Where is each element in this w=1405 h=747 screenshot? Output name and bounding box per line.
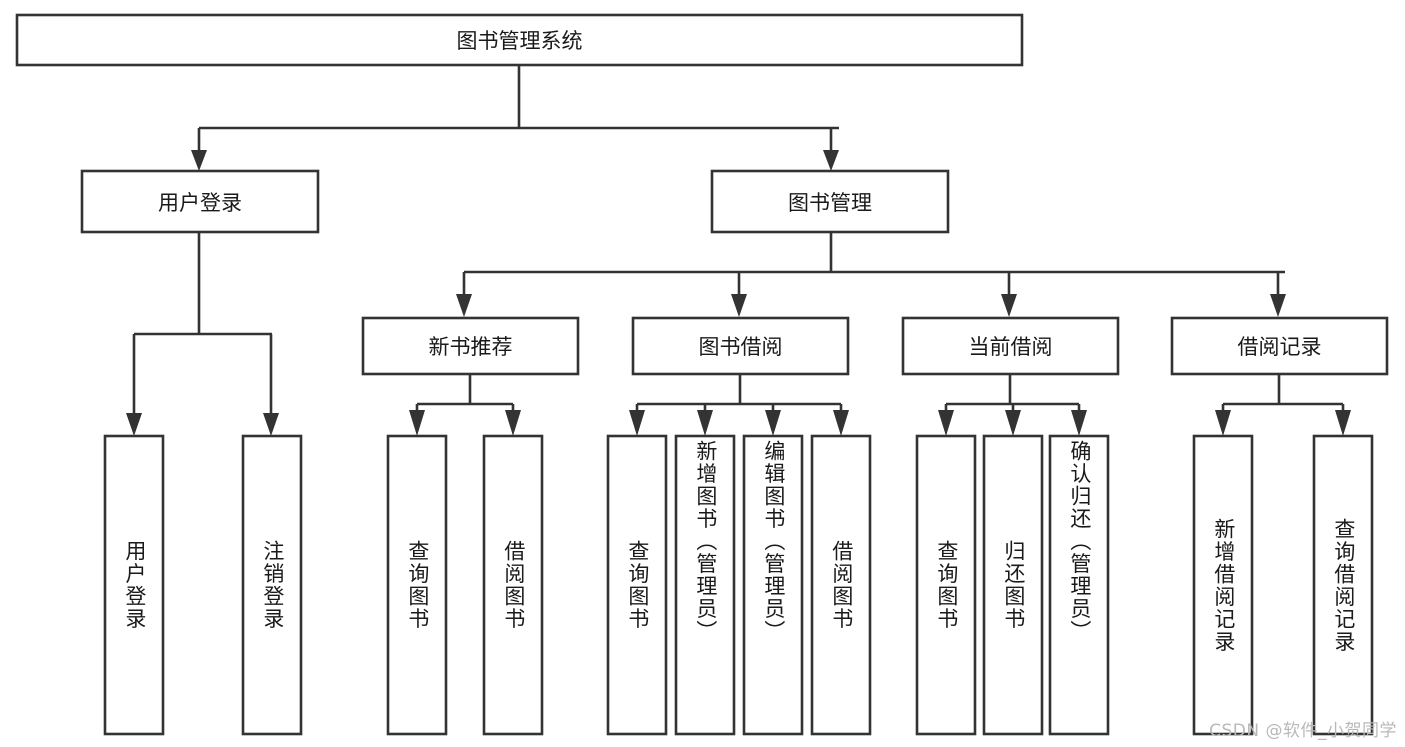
arrow-head-current-borrow	[1001, 294, 1017, 317]
node-leaf-user-logout[interactable]	[241, 434, 303, 736]
connectors-borrow-record-to-leaves	[1215, 374, 1351, 436]
node-leaf-query-book-1[interactable]	[386, 434, 448, 736]
arrow-head-new-book-recommend	[456, 294, 472, 317]
node-leaf-return-book[interactable]	[982, 434, 1044, 736]
arrow-head-leaf-borrow-book-1	[505, 410, 521, 436]
node-leaf-add-book[interactable]	[674, 434, 736, 736]
node-leaf-user-login[interactable]	[103, 434, 165, 736]
connectors-book-management-to-level3	[456, 232, 1286, 317]
arrow-head-book-borrow	[731, 294, 747, 317]
node-current-borrow[interactable]	[901, 316, 1120, 376]
node-borrow-record[interactable]	[1170, 316, 1389, 376]
arrow-head-leaf-add-book	[697, 410, 713, 436]
arrow-head-leaf-query-record	[1335, 410, 1351, 436]
arrow-head-leaf-query-book-1	[409, 410, 425, 436]
arrow-head-leaf-edit-book	[765, 410, 781, 436]
node-leaf-query-record[interactable]	[1312, 434, 1374, 736]
connectors-new-book-to-leaves	[409, 374, 521, 436]
arrow-head-leaf-confirm-return	[1071, 410, 1087, 436]
arrow-head-leaf-user-login	[126, 413, 142, 436]
node-leaf-borrow-book-2[interactable]	[810, 434, 872, 736]
connectors-current-borrow-to-leaves	[938, 374, 1087, 436]
node-user-login[interactable]	[80, 169, 320, 234]
arrow-head-leaf-add-record	[1215, 410, 1231, 436]
arrow-head-leaf-borrow-book-2	[833, 410, 849, 436]
node-new-book-recommend[interactable]	[361, 316, 580, 376]
node-leaf-edit-book[interactable]	[742, 434, 804, 736]
watermark-text: CSDN @软件_小贺同学	[1209, 721, 1397, 741]
arrow-head-borrow-record	[1270, 294, 1286, 317]
arrow-head-leaf-query-book-2	[629, 410, 645, 436]
node-leaf-add-record[interactable]	[1192, 434, 1254, 736]
node-leaf-confirm-return[interactable]	[1048, 434, 1110, 736]
node-leaf-borrow-book-1[interactable]	[482, 434, 544, 736]
node-root[interactable]	[15, 13, 1024, 67]
arrow-head-leaf-return-book	[1005, 410, 1021, 436]
node-book-borrow[interactable]	[631, 316, 850, 376]
connectors-book-borrow-to-leaves	[629, 374, 849, 436]
arrow-head-leaf-user-logout	[263, 413, 279, 436]
arrow-head-leaf-query-book-3	[938, 410, 954, 436]
node-leaf-query-book-3[interactable]	[915, 434, 977, 736]
connectors-root-to-level2	[191, 65, 839, 171]
node-book-management[interactable]	[710, 169, 950, 234]
node-leaf-query-book-2[interactable]	[606, 434, 668, 736]
connectors-user-login-to-leaves	[126, 232, 279, 436]
arrow-head-user-login	[191, 150, 207, 171]
arrow-head-book-management	[823, 150, 839, 171]
